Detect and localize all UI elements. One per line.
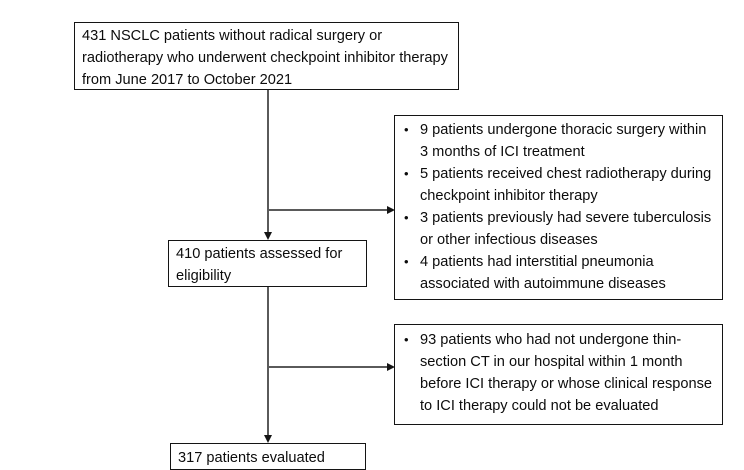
assessed-box xyxy=(168,240,367,287)
arrowhead-right-to-exclusion-2 xyxy=(387,362,395,371)
list-item: 9 patients undergone thoracic surgery wi… xyxy=(404,119,716,163)
arrowhead-down-to-evaluated xyxy=(263,435,272,443)
connector-line-assessed-to-evaluated xyxy=(267,287,269,437)
list-item: 3 patients previously had severe tubercu… xyxy=(404,207,716,251)
connector-line-to-exclusion-2 xyxy=(268,366,390,368)
list-item: 93 patients who had not undergone thin-s… xyxy=(404,329,716,417)
connector-line-cohort-to-assessed xyxy=(267,90,269,234)
connector-line-to-exclusion-1 xyxy=(268,209,390,211)
evaluated-box-label: 317 patients evaluated xyxy=(178,450,325,466)
exclusion-list-2: 93 patients who had not undergone thin-s… xyxy=(404,329,716,417)
exclusion-list-1: 9 patients undergone thoracic surgery wi… xyxy=(404,119,716,295)
arrowhead-down-to-assessed xyxy=(263,232,272,240)
arrowhead-right-to-exclusion-1 xyxy=(387,205,395,214)
assessed-box-label: 410 patients assessed for eligibility xyxy=(176,246,347,284)
cohort-box-label: 431 NSCLC patients without radical surge… xyxy=(82,28,452,88)
cohort-box xyxy=(74,22,459,90)
list-item: 4 patients had interstitial pneumonia as… xyxy=(404,251,716,295)
list-item: 5 patients received chest radiotherapy d… xyxy=(404,163,716,207)
